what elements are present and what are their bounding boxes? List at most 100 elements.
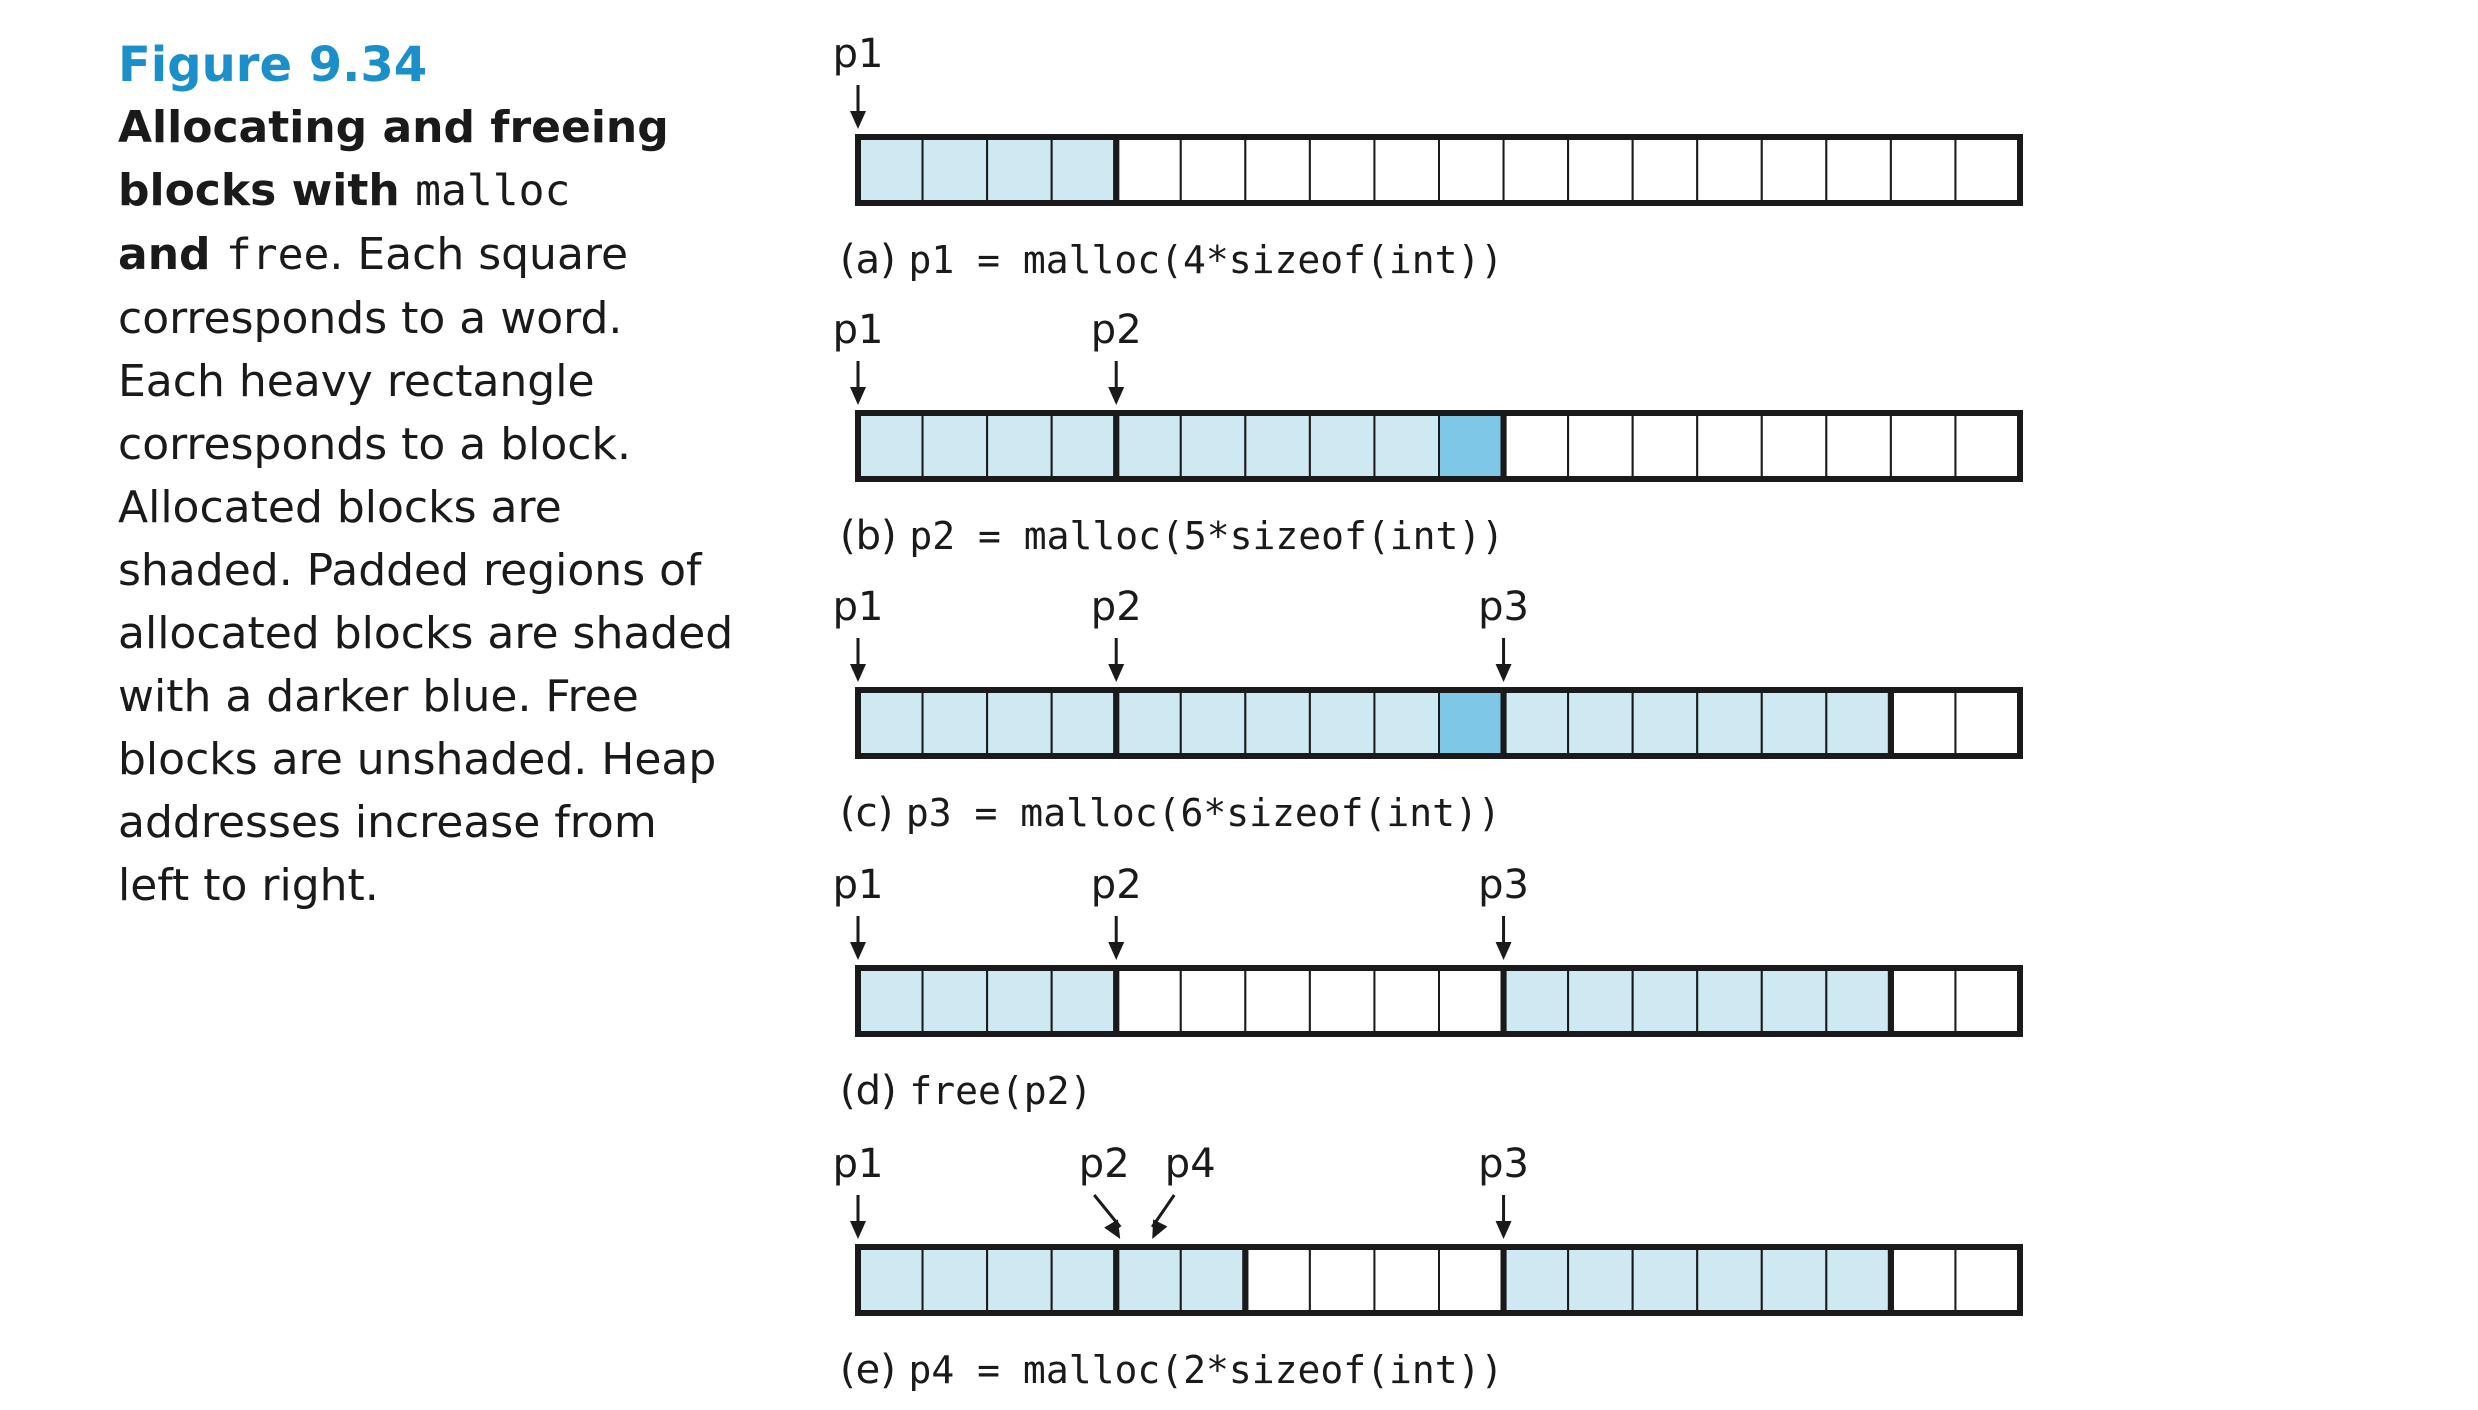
allocated-word [1179,1246,1247,1314]
allocated-word [1050,412,1118,480]
allocated-word [1502,689,1570,757]
figure-caption: Figure 9.34 Allocating and freeing block… [118,34,738,917]
free-word [1244,967,1311,1035]
pointer-label-p2: p2 [1091,584,1142,630]
allocated-word [986,1246,1053,1314]
allocated-word [1760,689,1828,757]
allocated-word [1502,967,1570,1035]
pointer-label-p3: p3 [1478,1141,1529,1187]
arrowhead-icon [1108,664,1125,682]
free-word [1244,1246,1311,1314]
free-word [1567,136,1634,204]
free-word [1760,412,1828,480]
allocated-word [1115,689,1182,757]
allocated-word [1567,967,1634,1035]
pointer-label-p2: p2 [1079,1141,1130,1187]
row-label-c: (c) p3 = malloc(6*sizeof(int)) [840,790,1501,836]
allocated-word [921,136,989,204]
figure-label: Figure 9.34 [118,37,428,93]
arrowhead-icon [1495,664,1512,682]
row-prefix: (c) [840,790,906,836]
free-word [1889,967,1957,1035]
row-code: p2 = malloc(5*sizeof(int)) [909,514,1504,558]
allocated-word [1825,967,1892,1035]
row-prefix: (e) [840,1347,909,1393]
free-word [1889,136,1957,204]
allocated-word [857,689,924,757]
allocated-word [986,689,1053,757]
pointer-label-p1: p1 [833,1141,884,1187]
figure-description: Allocating and freeing blocks with mallo… [118,96,738,917]
allocated-word [1567,689,1634,757]
allocated-word [1825,689,1892,757]
block-outline [1500,410,2023,482]
free-word [1889,412,1957,480]
pointer-label-p1: p1 [833,862,884,908]
row-code: p1 = malloc(4*sizeof(int)) [908,238,1503,282]
allocated-word [1502,1246,1570,1314]
arrowhead-icon [1108,942,1125,960]
arrowhead-icon [850,664,866,682]
pointer-label-p1: p1 [833,307,884,353]
arrowhead-icon [1108,387,1125,405]
allocated-word [1696,1246,1763,1314]
allocated-word [1373,412,1441,480]
pointer-label-p1: p1 [833,584,884,630]
arrowhead-icon [1104,1219,1121,1239]
allocated-word [1631,1246,1699,1314]
free-word [1631,412,1699,480]
allocated-word [1308,412,1376,480]
free-word [1438,967,1505,1035]
free-word [1308,967,1376,1035]
allocated-word [857,967,924,1035]
free-word [1760,136,1828,204]
heap-row-c: p1 p2 p3 (c) p3 = malloc(6*sizeof(int)) [833,584,2024,836]
caption-part: and [118,229,226,280]
row-prefix: (b) [840,513,909,559]
caption-part: . Each square corresponds to a word. Eac… [118,229,734,911]
row-label-b: (b) p2 = malloc(5*sizeof(int)) [840,513,1504,559]
free-word [1954,689,2022,757]
caption-part: Allocating and freeing blocks with [118,102,669,216]
allocated-word [1244,689,1311,757]
allocated-word [1760,967,1828,1035]
caption-code-free: free [225,230,330,280]
allocated-word [1825,1246,1892,1314]
free-word [1825,136,1892,204]
free-word [1889,1246,1957,1314]
allocated-word [1244,412,1311,480]
arrowhead-icon [1495,942,1512,960]
allocated-word [1631,689,1699,757]
arrowhead-icon [850,1221,866,1239]
free-word [1696,412,1763,480]
pointer-label-p2: p2 [1091,862,1142,908]
padding-word [1438,689,1505,757]
allocated-word [921,412,989,480]
pointer-label-p3: p3 [1478,584,1529,630]
free-word [1373,1246,1441,1314]
pointer-label-p1: p1 [833,31,884,77]
allocated-word [1373,689,1441,757]
allocated-word [986,136,1053,204]
arrowhead-icon [850,942,866,960]
allocated-word [1760,1246,1828,1314]
allocated-word [857,1246,924,1314]
allocated-word [857,136,924,204]
row-prefix: (a) [840,237,908,283]
allocated-word [857,412,924,480]
block-outline [1113,134,2023,206]
free-word [1631,136,1699,204]
free-word [1954,412,2022,480]
row-label-a: (a) p1 = malloc(4*sizeof(int)) [840,237,1503,283]
free-word [1825,412,1892,480]
heap-row-a: p1 (a) p1 = malloc(4*sizeof(int)) [833,31,2023,283]
free-word [1115,136,1182,204]
free-word [1179,136,1247,204]
allocated-word [1308,689,1376,757]
free-word [1696,136,1763,204]
row-code: p4 = malloc(2*sizeof(int)) [909,1348,1504,1392]
allocated-word [921,689,989,757]
